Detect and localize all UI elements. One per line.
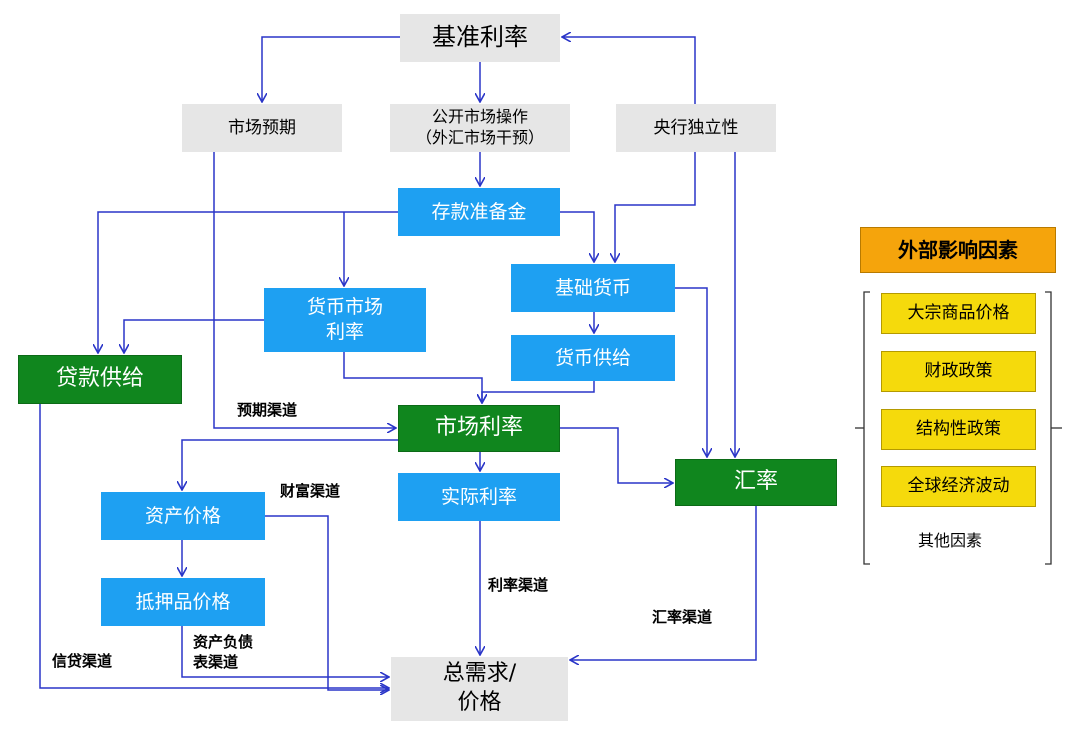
real-rate-node: 实际利率 [398,473,560,521]
arrow-exchange-to-demand [570,506,757,660]
expectation-channel-label: 预期渠道 [237,401,298,419]
open-market-node: 公开市场操作 （外汇市场干预） [390,104,570,152]
base-money-label: 基础货币 [554,276,631,299]
arrow-base-to-expectation [262,36,400,102]
arrow-expectation-to-market [213,152,396,428]
cb-independence-node: 央行独立性 [616,104,776,152]
reserve-node: 存款准备金 [398,188,560,236]
arrow-loan-to-demand [39,404,389,688]
external-item-label: 结构性政策 [916,419,1001,440]
exchange-rate-label: 汇率 [733,469,778,495]
aggregate-demand-label: 总需求/ 价格 [442,661,517,715]
external-item-label: 财政政策 [924,361,993,382]
external-factors-bracket [855,291,1062,565]
external-item-label: 大宗商品价格 [907,303,1010,324]
collateral-price-node: 抵押品价格 [101,578,265,626]
arrow-money-market-to-loan [124,319,264,353]
arrow-reserve-to-loan [98,211,398,353]
external-item-global: 全球经济波动 [881,466,1036,507]
arrow-collateral-to-demand [181,626,389,677]
base-rate-label: 基准利率 [432,23,528,52]
money-market-rate-label: 货币市场 利率 [306,296,383,343]
credit-channel-label: 信贷渠道 [52,652,113,670]
arrow-supply-to-market [482,381,595,403]
reserve-label: 存款准备金 [431,200,527,223]
external-item-structural: 结构性政策 [881,409,1036,450]
open-market-label: 公开市场操作 （外汇市场干预） [415,107,544,147]
cb-independence-label: 央行独立性 [653,117,739,138]
external-factors-title: 外部影响因素 [860,227,1056,273]
arrow-money-market-to-market [343,352,482,403]
base-money-node: 基础货币 [511,264,675,312]
external-factors-title-label: 外部影响因素 [898,238,1018,262]
money-supply-node: 货币供给 [511,335,675,381]
arrow-independence-to-base-money [615,152,696,262]
asset-price-node: 资产价格 [101,492,265,540]
aggregate-demand-node: 总需求/ 价格 [391,657,568,721]
collateral-price-label: 抵押品价格 [135,590,231,613]
arrow-market-to-exchange [560,427,673,483]
wealth-channel-label: 财富渠道 [280,482,341,500]
arrow-base-money-to-exchange [675,287,707,457]
asset-price-label: 资产价格 [144,504,221,527]
real-rate-label: 实际利率 [440,485,517,508]
base-rate-node: 基准利率 [400,14,560,62]
market-expectation-label: 市场预期 [228,117,296,138]
balance-sheet-channel-label: 资产负债 表渠道 [193,633,254,672]
market-rate-node: 市场利率 [398,405,560,452]
market-rate-label: 市场利率 [434,415,523,441]
arrow-market-to-asset [182,439,398,490]
external-item-commodity: 大宗商品价格 [881,293,1036,334]
money-supply-label: 货币供给 [554,346,631,369]
external-item-fiscal: 财政政策 [881,351,1036,392]
external-other-label: 其他因素 [918,531,983,550]
loan-supply-node: 贷款供给 [18,355,182,404]
external-item-label: 全球经济波动 [907,476,1010,497]
loan-supply-label: 贷款供给 [55,366,144,392]
arrow-reserve-to-base-money [560,211,594,262]
arrow-independence-to-base [562,37,696,104]
exchange-channel-label: 汇率渠道 [652,608,713,626]
interest-channel-label: 利率渠道 [488,576,549,594]
arrow-asset-to-demand [265,515,389,690]
money-market-rate-node: 货币市场 利率 [264,288,426,352]
market-expectation-node: 市场预期 [182,104,342,152]
exchange-rate-node: 汇率 [675,459,837,506]
